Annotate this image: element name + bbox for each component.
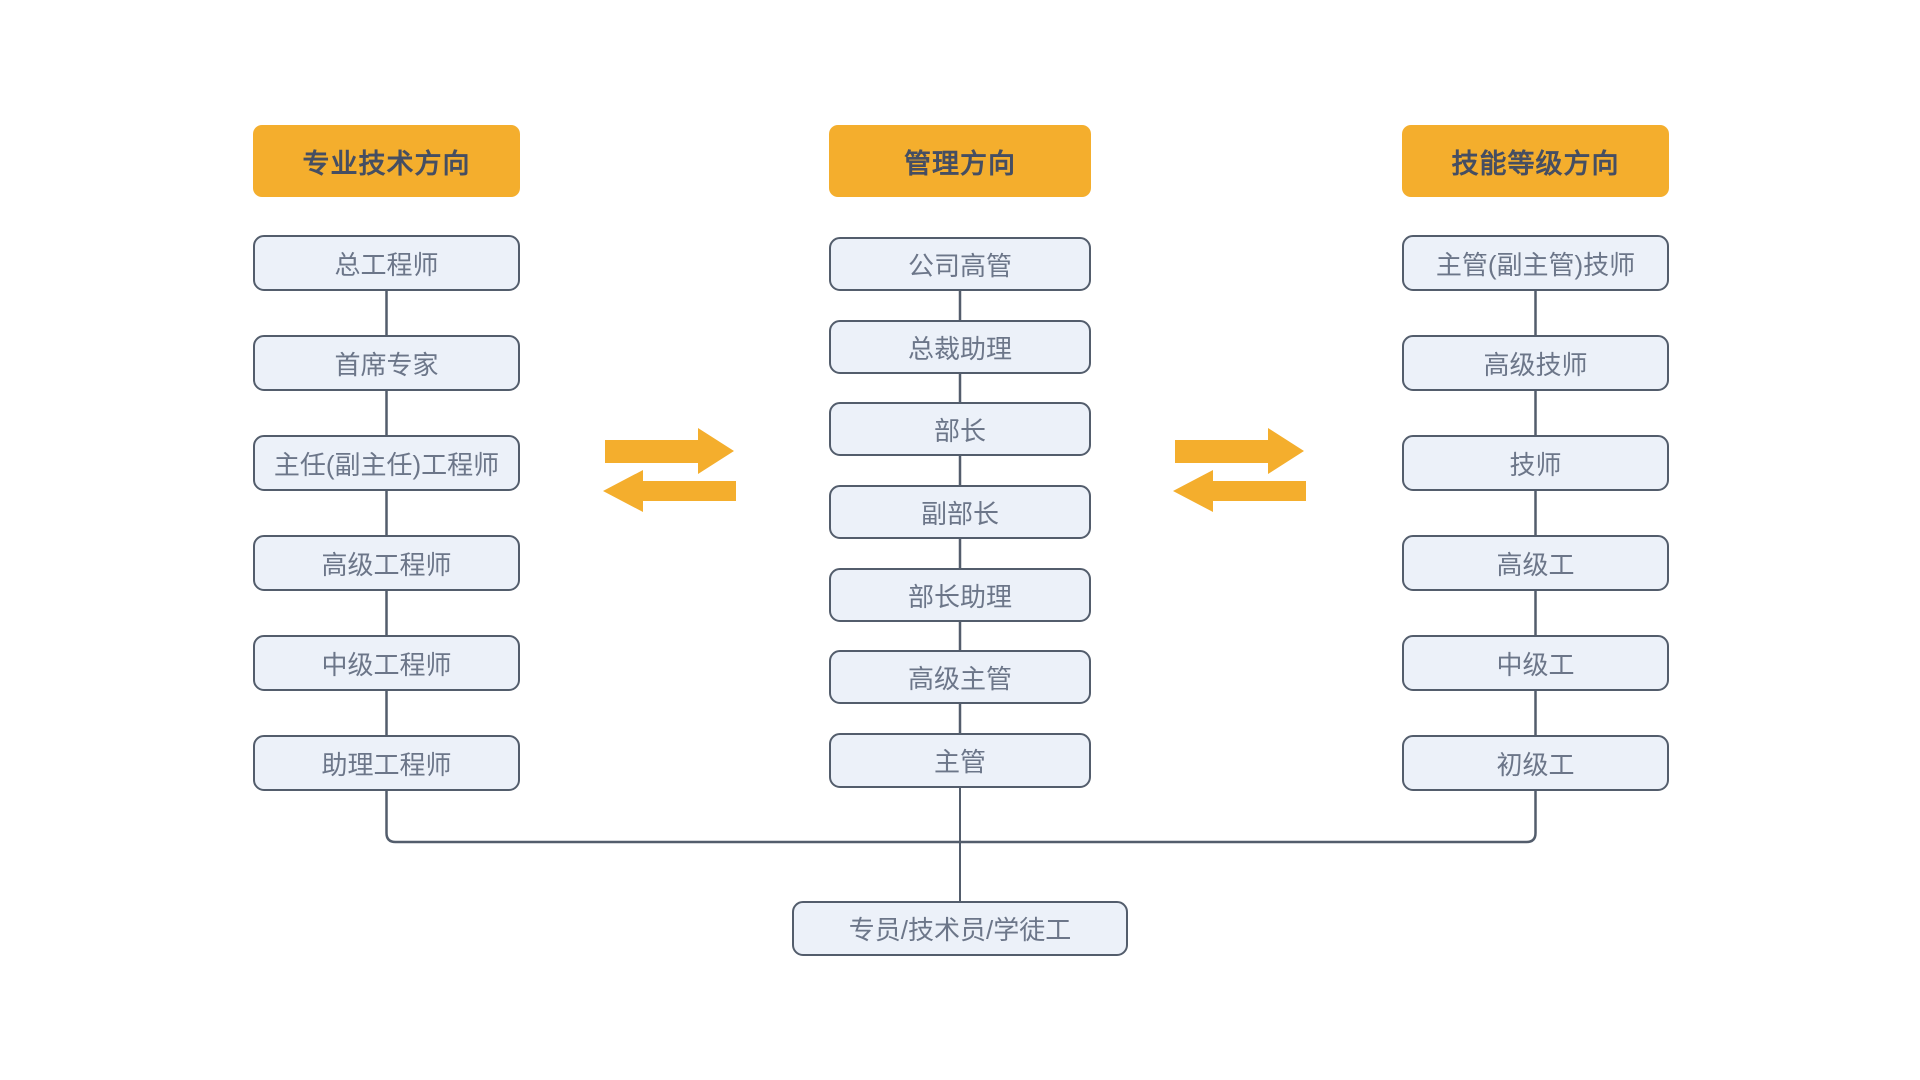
column-header-management: 管理方向 — [829, 125, 1091, 197]
node-senior-technician: 高级技师 — [1402, 335, 1669, 391]
node-department-head-assistant: 部长助理 — [829, 568, 1091, 622]
node-chief-expert: 首席专家 — [253, 335, 520, 391]
node-technician: 技师 — [1402, 435, 1669, 491]
node-company-executive: 公司高管 — [829, 237, 1091, 291]
node-intermediate-worker: 中级工 — [1402, 635, 1669, 691]
node-supervisor: 主管 — [829, 733, 1091, 788]
node-specialist-technician-apprentice: 专员/技术员/学徒工 — [792, 901, 1128, 956]
node-president-assistant: 总裁助理 — [829, 320, 1091, 374]
node-chief-engineer: 总工程师 — [253, 235, 520, 291]
node-chief-deputy-technician: 主管(副主管)技师 — [1402, 235, 1669, 291]
node-senior-worker: 高级工 — [1402, 535, 1669, 591]
node-deputy-department-head: 副部长 — [829, 485, 1091, 539]
column-header-technical: 专业技术方向 — [253, 125, 520, 197]
node-intermediate-engineer: 中级工程师 — [253, 635, 520, 691]
swap-arrows-icon — [603, 428, 736, 512]
node-junior-worker: 初级工 — [1402, 735, 1669, 791]
node-department-head: 部长 — [829, 402, 1091, 456]
swap-arrows-icon — [1173, 428, 1306, 512]
node-director-engineer: 主任(副主任)工程师 — [253, 435, 520, 491]
column-header-skill-grade: 技能等级方向 — [1402, 125, 1669, 197]
node-senior-engineer: 高级工程师 — [253, 535, 520, 591]
node-assistant-engineer: 助理工程师 — [253, 735, 520, 791]
node-senior-supervisor: 高级主管 — [829, 650, 1091, 704]
